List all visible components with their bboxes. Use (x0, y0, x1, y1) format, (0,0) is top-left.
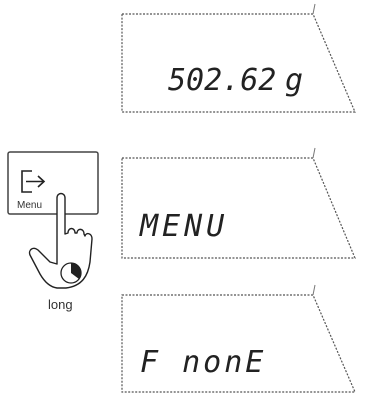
display-menu-text: MENU (139, 209, 228, 244)
menu-button[interactable]: Menu (8, 152, 98, 214)
menu-button-label: Menu (17, 200, 42, 211)
press-duration-label: long (48, 297, 73, 312)
display-menu: MENU (122, 148, 355, 258)
display-function-text: F nonE (140, 345, 266, 380)
display-weight: 502.62 g (122, 4, 355, 112)
display-weight-value: 502.62 (168, 63, 276, 98)
display-function: F nonE (122, 285, 355, 392)
display-weight-unit: g (285, 63, 303, 98)
